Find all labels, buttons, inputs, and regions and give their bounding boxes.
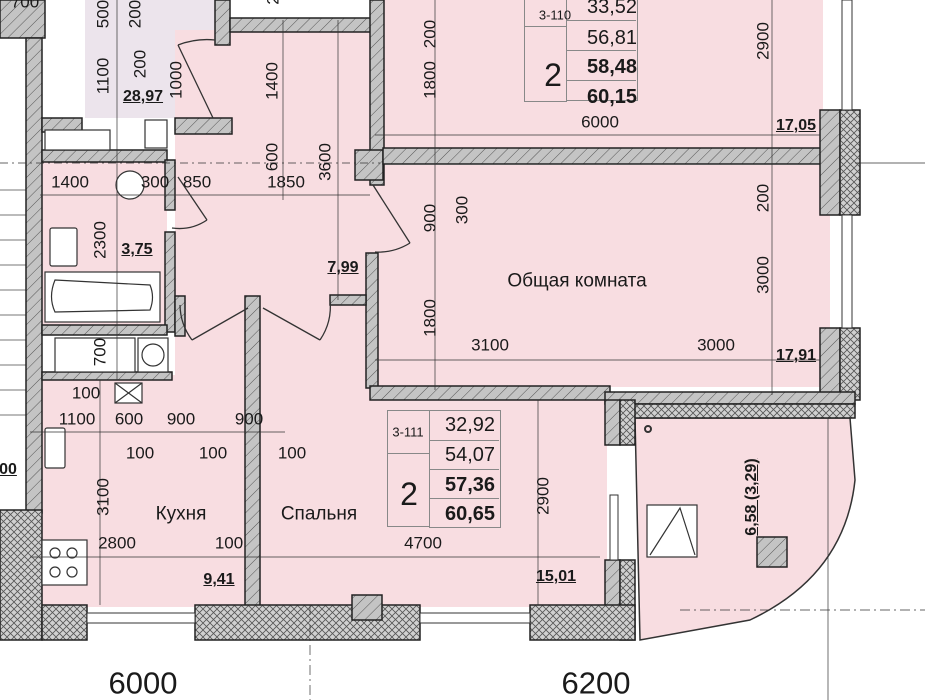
apartment-area: 57,36 bbox=[444, 474, 496, 496]
dim-label: 200 bbox=[753, 183, 773, 213]
room-fills bbox=[42, 0, 856, 641]
dim-label: 1100 bbox=[93, 57, 113, 95]
dim-label: 3000 bbox=[697, 335, 735, 355]
bedroom-fill bbox=[255, 298, 607, 607]
apartment-area: 58,48 bbox=[586, 56, 638, 78]
dim-label: 100 bbox=[125, 443, 155, 463]
dim-label: 700 bbox=[90, 337, 110, 367]
area-living: 17,91 bbox=[775, 347, 817, 364]
dim-label: 100 bbox=[198, 443, 228, 463]
dim-label: 3100 bbox=[93, 478, 113, 516]
area-room-3110: 17,05 bbox=[775, 117, 817, 134]
dim-label: 900 bbox=[234, 409, 264, 429]
balcony-fill bbox=[634, 417, 856, 641]
dim-label: 850 bbox=[182, 172, 212, 192]
apartment-rooms: 2 bbox=[544, 57, 562, 93]
apartment-area: 54,07 bbox=[444, 444, 496, 466]
fixtures bbox=[41, 119, 698, 586]
dim-label: 2300 bbox=[90, 221, 110, 259]
dim-label: 2900 bbox=[533, 477, 553, 515]
dim-label: 600 bbox=[114, 409, 144, 429]
apartment-rooms: 2 bbox=[400, 476, 418, 512]
area-balcony: 6,58 (3,29) bbox=[743, 458, 760, 536]
dim-label: 200 bbox=[125, 0, 145, 29]
area-left-partial: 00 bbox=[0, 461, 17, 478]
dim-label: 3600 bbox=[315, 143, 335, 181]
dim-label: 6000 bbox=[581, 112, 619, 132]
area-bedroom: 15,01 bbox=[535, 568, 577, 585]
dim-label: 3000 bbox=[753, 256, 773, 294]
dim-label: 100 bbox=[277, 443, 307, 463]
apartment-area: 33,52 bbox=[586, 0, 638, 18]
dim-label: 2900 bbox=[753, 22, 773, 60]
dim-label: 600 bbox=[262, 142, 282, 172]
dim-label: 1850 bbox=[267, 172, 305, 192]
room-name-bedroom: Спальня bbox=[280, 503, 358, 525]
dim-label: 3100 bbox=[471, 335, 509, 355]
dim-label: 1800 bbox=[420, 61, 440, 99]
dim-label: 900 bbox=[420, 203, 440, 233]
dim-label: 900 bbox=[166, 409, 196, 429]
axis-dimension: 6200 bbox=[561, 665, 631, 700]
dim-label: 1100 bbox=[58, 409, 96, 429]
dim-label: 2800 bbox=[98, 533, 136, 553]
dim-label: 300 bbox=[452, 195, 472, 225]
apartment-table-3-110 bbox=[524, 0, 638, 111]
room-name-kitchen: Кухня bbox=[155, 503, 207, 525]
dim-label: 700 bbox=[10, 0, 40, 12]
room-name-living: Общая комната bbox=[507, 270, 647, 292]
dim-label: 4700 bbox=[404, 533, 442, 553]
dim-label: 1400 bbox=[262, 62, 282, 100]
windows bbox=[86, 0, 853, 624]
dim-label: 1400 bbox=[51, 172, 89, 192]
apartment-area: 60,65 bbox=[444, 503, 496, 525]
area-lobby: 28,97 bbox=[122, 88, 164, 105]
axis-dimension: 6000 bbox=[108, 665, 178, 700]
dim-label: 100 bbox=[71, 383, 101, 403]
apartment-code: 3-110 bbox=[538, 7, 572, 23]
room-3110-fill bbox=[383, 0, 823, 150]
apartment-area: 32,92 bbox=[444, 414, 496, 436]
dim-label: 1800 bbox=[420, 299, 440, 337]
area-hall: 7,99 bbox=[327, 259, 359, 276]
apartment-table-3-111 bbox=[387, 410, 501, 528]
doors bbox=[171, 38, 411, 341]
area-bathroom: 3,75 bbox=[121, 241, 153, 258]
apartment-code: 3-111 bbox=[392, 424, 424, 440]
dim-label: 100 bbox=[214, 533, 244, 553]
dim-label: 300 bbox=[140, 172, 170, 192]
area-kitchen: 9,41 bbox=[203, 571, 235, 588]
dim-label: 2 bbox=[263, 0, 283, 5]
dim-label: 200 bbox=[130, 49, 150, 79]
apartment-area: 60,15 bbox=[586, 86, 638, 108]
dim-label: 200 bbox=[420, 19, 440, 49]
dim-label: 1000 bbox=[166, 61, 186, 99]
apartment-area: 56,81 bbox=[586, 27, 638, 49]
stairs bbox=[0, 189, 26, 416]
dim-label: 500 bbox=[93, 0, 113, 29]
